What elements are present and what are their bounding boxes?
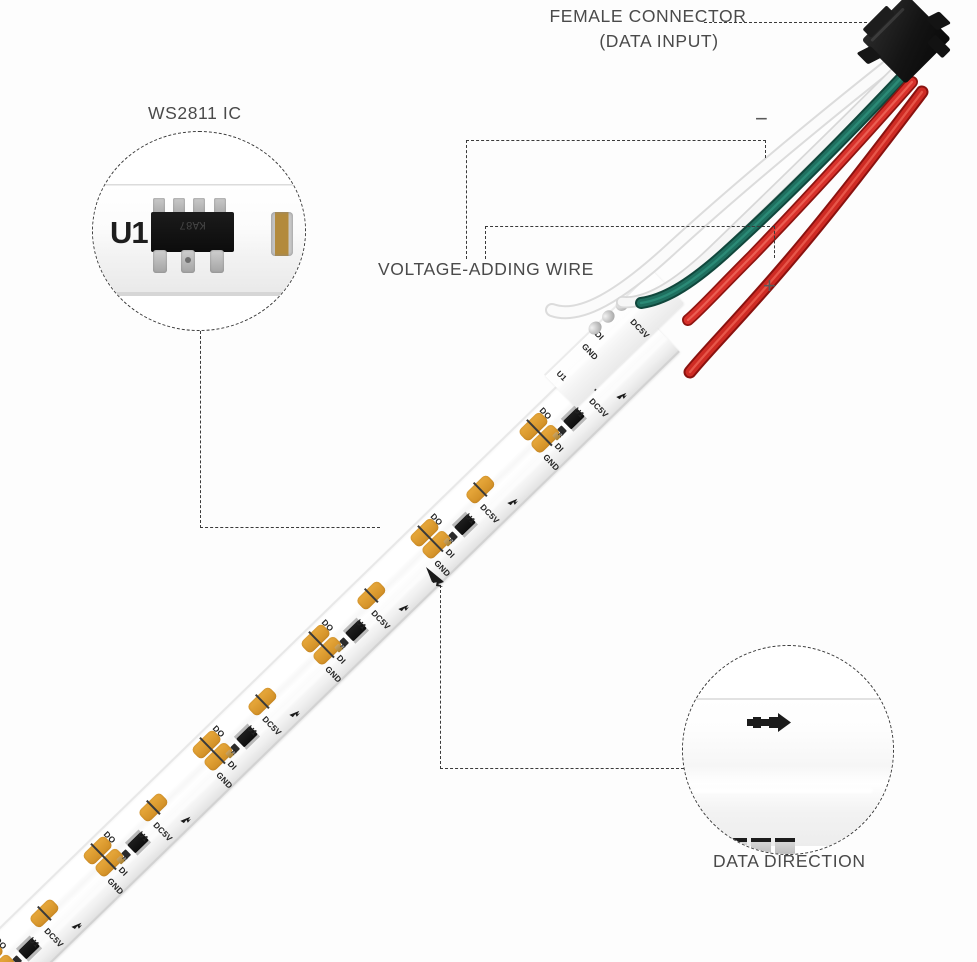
strip-segment: GND DI DO U1 DC5V R — [73, 751, 224, 900]
strip-segments: GND DI DO U1 DC5V R GND — [0, 307, 637, 962]
strip-flow-arrow — [398, 604, 409, 612]
label-female-connector: FEMALE CONNECTOR (DATA INPUT) — [528, 4, 768, 54]
label-ws2811-ic: WS2811 IC — [148, 103, 242, 123]
leader-female-connector — [704, 22, 867, 23]
ws2811-chip: KA87 — [151, 212, 234, 252]
strip-flow-arrow — [71, 922, 83, 930]
magnified-pad-2 — [727, 838, 747, 854]
label-data-direction: DATA DIRECTION — [713, 851, 866, 871]
strip-flow-arrow — [616, 392, 627, 400]
data-direction-arrow-icon — [747, 713, 791, 732]
strip-segment: GND DI DO U1 DC5V R — [291, 539, 442, 688]
magnified-pad-1 — [703, 838, 723, 854]
leader-ws2811-vertical — [200, 326, 201, 528]
ic-pad-bottom-2-via — [185, 257, 191, 263]
leader-data-direction-horizontal — [440, 768, 684, 769]
magnified-pad-4 — [775, 838, 795, 854]
magnified-pad-3 — [751, 838, 771, 854]
polarity-positive-sign: + — [763, 273, 776, 298]
leader-voltage-neg-left — [466, 140, 467, 259]
data-direction-magnifier — [682, 645, 894, 855]
ic-pad-bottom-2 — [181, 250, 195, 273]
strip-segment: GND DI DO U1 DC5V R — [182, 645, 333, 794]
ic-capacitor — [271, 212, 293, 256]
leader-voltage-neg-right — [765, 140, 766, 158]
ws2811-ic-magnifier: KA87 U1 — [92, 131, 306, 331]
magnified-pcb-bottom-edge — [93, 292, 305, 296]
ic-pad-top-4 — [214, 198, 226, 215]
ic-pad-top-2 — [173, 198, 185, 215]
leader-data-direction-vertical — [440, 580, 441, 769]
strip-segment: GND DI DO U1 DC5V R — [0, 857, 115, 962]
leader-voltage-pos-right — [774, 226, 775, 258]
polarity-negative-sign: − — [755, 106, 768, 131]
led-strip-main: GND DI DO U1 DC5V R GND — [0, 307, 680, 962]
ic-pad-bottom-3 — [210, 250, 224, 273]
wire-ground-green-sheen — [639, 72, 907, 305]
strip-segment: GND DI DO U1 DC5V R — [400, 433, 551, 582]
data-direction-magnifier-content — [683, 646, 893, 854]
ic-silkscreen-u1: U1 — [110, 215, 149, 250]
ws2811-magnifier-content: KA87 U1 — [93, 132, 305, 330]
strip-flow-arrow — [289, 710, 301, 718]
strip-flow-arrow — [180, 816, 192, 824]
strip-flow-arrow — [507, 498, 518, 506]
ic-pad-top-1 — [153, 198, 165, 215]
label-voltage-adding-wire: VOLTAGE-ADDING WIRE — [378, 259, 594, 279]
wire-power-red-sheen — [686, 80, 914, 322]
strip-segment: GND DI DO U1 DC5V R — [509, 327, 660, 476]
magnified-strip-edge — [683, 698, 893, 700]
magnified-pad-row — [703, 838, 833, 854]
magnified-strip-highlight — [693, 788, 873, 793]
leader-voltage-neg-horizontal — [466, 140, 766, 141]
magnified-pcb-top-edge — [93, 184, 305, 187]
label-female-connector-line1: FEMALE CONNECTOR — [549, 6, 747, 26]
ws2811-chip-marking: KA87 — [179, 218, 206, 230]
ic-pad-top-3 — [193, 198, 205, 215]
leader-voltage-pos-left — [485, 226, 486, 259]
leader-ws2811-horizontal — [200, 527, 380, 528]
wire-volt-add-red-sheen — [688, 90, 924, 374]
leader-voltage-pos-horizontal — [485, 226, 775, 227]
wire-data-white — [547, 57, 898, 318]
strip-data-direction-arrow — [426, 567, 444, 587]
ic-pad-bottom-1 — [153, 250, 167, 273]
label-female-connector-line2: (DATA INPUT) — [599, 31, 719, 51]
